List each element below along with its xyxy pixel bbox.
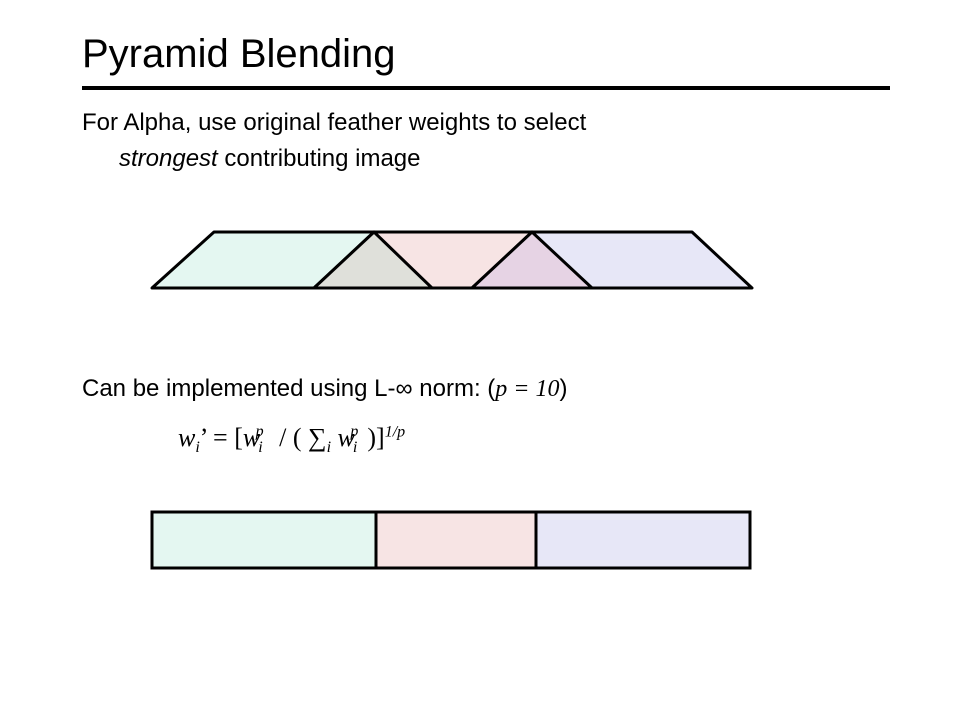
emphasis-strongest: strongest — [119, 145, 218, 172]
select-region-2 — [374, 510, 538, 570]
bullet-alpha-rest: contributing image — [217, 145, 421, 172]
bullet-alpha-line2: strongest contributing image — [119, 142, 421, 176]
weight-formula: wi’ = [wip / ( ∑i wip)]1/p — [178, 423, 406, 457]
param-p-value: p = 10 — [495, 376, 560, 402]
select-region-3 — [534, 510, 752, 570]
bullet-alpha-line1: For Alpha, use original feather weights … — [82, 109, 587, 136]
bullet-linf-close: ) — [559, 375, 568, 402]
title-underline — [82, 86, 890, 90]
feather-weights-diagram — [150, 230, 754, 290]
bullet-linf-norm: Can be implemented using L-∞ norm: (p = … — [82, 372, 568, 406]
feather-overlap-2-3 — [470, 230, 594, 290]
select-region-1 — [150, 510, 378, 570]
bullet-linf-text: Can be implemented using L-∞ norm: ( — [82, 375, 496, 402]
linf-selection-diagram — [150, 510, 752, 570]
slide-title: Pyramid Blending — [82, 32, 396, 76]
feather-overlap-1-2 — [312, 230, 434, 290]
